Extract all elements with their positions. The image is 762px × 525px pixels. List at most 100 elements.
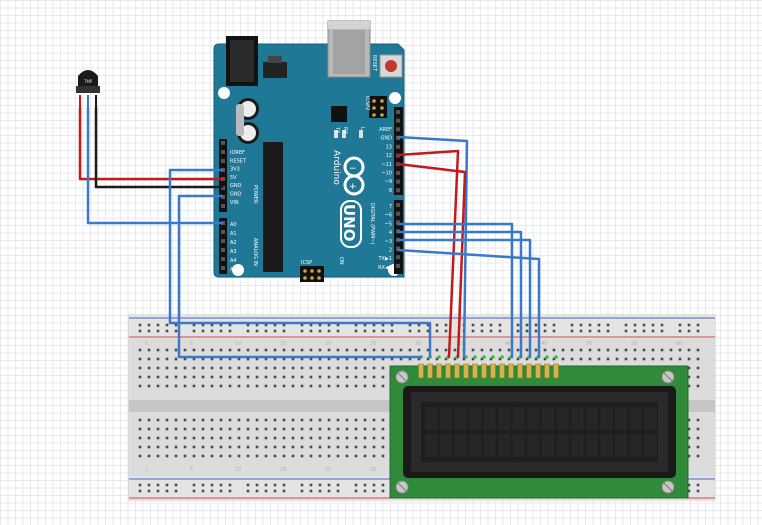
breadboard-hole[interactable]: [480, 323, 484, 327]
breadboard-hole[interactable]: [156, 384, 160, 388]
breadboard-hole[interactable]: [687, 436, 691, 440]
breadboard-hole[interactable]: [138, 445, 142, 449]
breadboard-hole[interactable]: [318, 418, 322, 422]
breadboard-hole[interactable]: [660, 357, 664, 361]
breadboard-hole[interactable]: [426, 357, 430, 361]
breadboard-hole[interactable]: [480, 348, 484, 352]
breadboard-hole[interactable]: [696, 348, 700, 352]
breadboard-hole[interactable]: [327, 454, 331, 458]
breadboard-hole[interactable]: [327, 323, 331, 327]
breadboard-hole[interactable]: [327, 418, 331, 422]
breadboard-hole[interactable]: [219, 384, 223, 388]
breadboard-hole[interactable]: [678, 323, 682, 327]
breadboard-hole[interactable]: [498, 348, 502, 352]
breadboard-hole[interactable]: [138, 418, 142, 422]
breadboard-hole[interactable]: [300, 366, 304, 370]
breadboard-hole[interactable]: [183, 375, 187, 379]
breadboard-hole[interactable]: [327, 445, 331, 449]
breadboard-hole[interactable]: [201, 329, 205, 333]
breadboard-hole[interactable]: [327, 329, 331, 333]
breadboard-hole[interactable]: [696, 483, 700, 487]
breadboard-hole[interactable]: [624, 357, 628, 361]
breadboard-hole[interactable]: [354, 489, 358, 493]
breadboard-hole[interactable]: [210, 418, 214, 422]
breadboard-hole[interactable]: [282, 445, 286, 449]
breadboard-hole[interactable]: [246, 366, 250, 370]
breadboard-hole[interactable]: [255, 427, 259, 431]
breadboard-hole[interactable]: [174, 454, 178, 458]
breadboard-hole[interactable]: [174, 489, 178, 493]
breadboard-hole[interactable]: [687, 427, 691, 431]
breadboard-hole[interactable]: [147, 384, 151, 388]
breadboard-hole[interactable]: [354, 375, 358, 379]
breadboard-hole[interactable]: [633, 329, 637, 333]
breadboard-hole[interactable]: [543, 348, 547, 352]
breadboard-hole[interactable]: [399, 348, 403, 352]
breadboard-hole[interactable]: [192, 348, 196, 352]
breadboard-hole[interactable]: [687, 357, 691, 361]
breadboard-hole[interactable]: [327, 384, 331, 388]
breadboard-hole[interactable]: [219, 357, 223, 361]
breadboard-hole[interactable]: [210, 483, 214, 487]
breadboard-hole[interactable]: [291, 366, 295, 370]
breadboard-hole[interactable]: [336, 454, 340, 458]
breadboard-hole[interactable]: [174, 375, 178, 379]
breadboard-hole[interactable]: [246, 445, 250, 449]
breadboard-hole[interactable]: [156, 323, 160, 327]
breadboard-hole[interactable]: [561, 348, 565, 352]
breadboard-hole[interactable]: [264, 375, 268, 379]
breadboard-hole[interactable]: [498, 357, 502, 361]
breadboard-hole[interactable]: [687, 489, 691, 493]
breadboard-hole[interactable]: [435, 348, 439, 352]
breadboard-hole[interactable]: [597, 348, 601, 352]
breadboard-hole[interactable]: [255, 483, 259, 487]
breadboard-hole[interactable]: [282, 384, 286, 388]
breadboard-hole[interactable]: [246, 418, 250, 422]
breadboard-hole[interactable]: [363, 427, 367, 431]
breadboard-hole[interactable]: [372, 375, 376, 379]
breadboard-hole[interactable]: [255, 323, 259, 327]
breadboard-hole[interactable]: [291, 348, 295, 352]
breadboard-hole[interactable]: [480, 357, 484, 361]
breadboard-hole[interactable]: [696, 329, 700, 333]
breadboard-hole[interactable]: [642, 329, 646, 333]
breadboard-hole[interactable]: [228, 427, 232, 431]
breadboard-hole[interactable]: [300, 418, 304, 422]
breadboard-hole[interactable]: [273, 323, 277, 327]
breadboard-hole[interactable]: [309, 329, 313, 333]
breadboard-hole[interactable]: [318, 427, 322, 431]
breadboard-hole[interactable]: [372, 483, 376, 487]
breadboard-hole[interactable]: [318, 445, 322, 449]
breadboard-hole[interactable]: [543, 357, 547, 361]
breadboard-hole[interactable]: [165, 418, 169, 422]
breadboard-hole[interactable]: [264, 418, 268, 422]
breadboard-hole[interactable]: [237, 357, 241, 361]
breadboard-hole[interactable]: [183, 366, 187, 370]
breadboard-hole[interactable]: [363, 418, 367, 422]
breadboard-hole[interactable]: [210, 323, 214, 327]
breadboard-hole[interactable]: [192, 427, 196, 431]
breadboard-hole[interactable]: [264, 454, 268, 458]
breadboard-hole[interactable]: [570, 357, 574, 361]
breadboard-hole[interactable]: [543, 323, 547, 327]
breadboard-hole[interactable]: [381, 454, 385, 458]
breadboard-hole[interactable]: [147, 483, 151, 487]
breadboard-hole[interactable]: [228, 384, 232, 388]
breadboard-hole[interactable]: [192, 489, 196, 493]
breadboard-hole[interactable]: [363, 436, 367, 440]
breadboard-hole[interactable]: [507, 348, 511, 352]
breadboard-hole[interactable]: [336, 366, 340, 370]
breadboard-hole[interactable]: [147, 427, 151, 431]
breadboard-hole[interactable]: [219, 454, 223, 458]
breadboard-hole[interactable]: [435, 357, 439, 361]
breadboard-hole[interactable]: [417, 329, 421, 333]
breadboard-hole[interactable]: [174, 418, 178, 422]
breadboard-hole[interactable]: [300, 323, 304, 327]
breadboard-hole[interactable]: [165, 445, 169, 449]
breadboard-hole[interactable]: [372, 348, 376, 352]
breadboard-hole[interactable]: [381, 375, 385, 379]
breadboard-hole[interactable]: [201, 436, 205, 440]
breadboard-hole[interactable]: [408, 329, 412, 333]
breadboard-hole[interactable]: [147, 489, 151, 493]
breadboard-hole[interactable]: [408, 357, 412, 361]
